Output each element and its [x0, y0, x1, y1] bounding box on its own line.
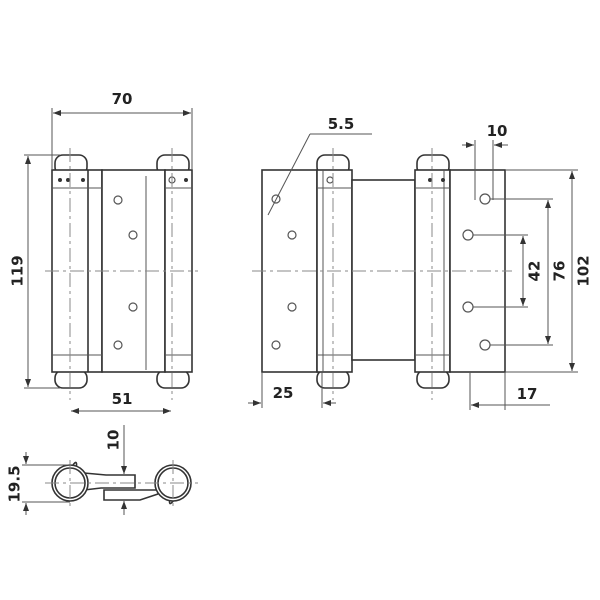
dim-label: 10: [105, 430, 123, 451]
dim-label: 42: [526, 261, 544, 282]
screw-holes: [113, 195, 138, 350]
dim-hole-offset: 10: [462, 122, 508, 200]
dim-label: 10: [487, 122, 508, 140]
dim-barrel-diameter: 19.5: [6, 452, 70, 515]
screw-holes: [271, 193, 491, 351]
top-view: [45, 460, 198, 506]
dim-leaf-gap: 10: [105, 425, 127, 515]
dim-leaf-widths: 25 17: [248, 372, 550, 410]
dim-height: 119: [9, 154, 60, 389]
dim-hole-spacing: 102 76 42: [473, 169, 593, 373]
dim-screw-hole: 5.5: [267, 115, 372, 216]
open-view: [252, 148, 512, 400]
dim-label: 17: [517, 385, 538, 403]
dim-label: 25: [273, 384, 294, 402]
dim-label: 76: [551, 261, 569, 282]
front-view: [45, 148, 198, 400]
dim-label: 70: [112, 90, 133, 108]
dim-pin-spacing: 51: [71, 390, 171, 414]
dim-label: 19.5: [6, 465, 24, 502]
dim-label: 5.5: [328, 115, 355, 133]
dim-label: 51: [112, 390, 133, 408]
dim-label: 119: [9, 255, 27, 286]
dim-overall-width: 70: [51, 90, 193, 170]
dim-label: 102: [575, 255, 593, 286]
